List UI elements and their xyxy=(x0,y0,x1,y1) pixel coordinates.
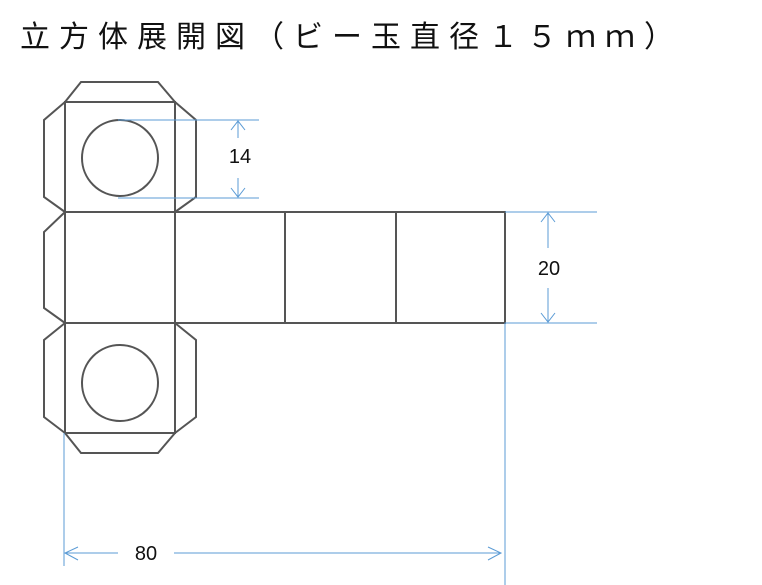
top-flap xyxy=(64,81,176,103)
side-face-2 xyxy=(284,211,397,324)
diagram-title: 立方体展開図（ビー玉直径１５ｍｍ） xyxy=(20,20,683,55)
bottom-flap xyxy=(64,432,176,454)
side-face-3 xyxy=(395,211,506,324)
left-flap-top xyxy=(43,101,66,213)
left-flap-middle xyxy=(43,211,66,324)
left-flap-bottom xyxy=(43,322,66,434)
dimension-label-strip: 80 xyxy=(135,543,157,565)
marble-hole-top xyxy=(81,119,159,197)
dimension-label-hole: 14 xyxy=(229,146,251,168)
marble-hole-bottom xyxy=(81,344,159,422)
side-face-1 xyxy=(174,211,286,324)
right-flap-bottom xyxy=(174,322,197,434)
cube-net xyxy=(43,81,506,454)
middle-face xyxy=(64,211,176,324)
dimension-label-face: 20 xyxy=(538,258,560,280)
dimension-lines xyxy=(63,119,597,585)
bottom-face xyxy=(64,322,176,434)
right-flap-top xyxy=(174,101,197,213)
